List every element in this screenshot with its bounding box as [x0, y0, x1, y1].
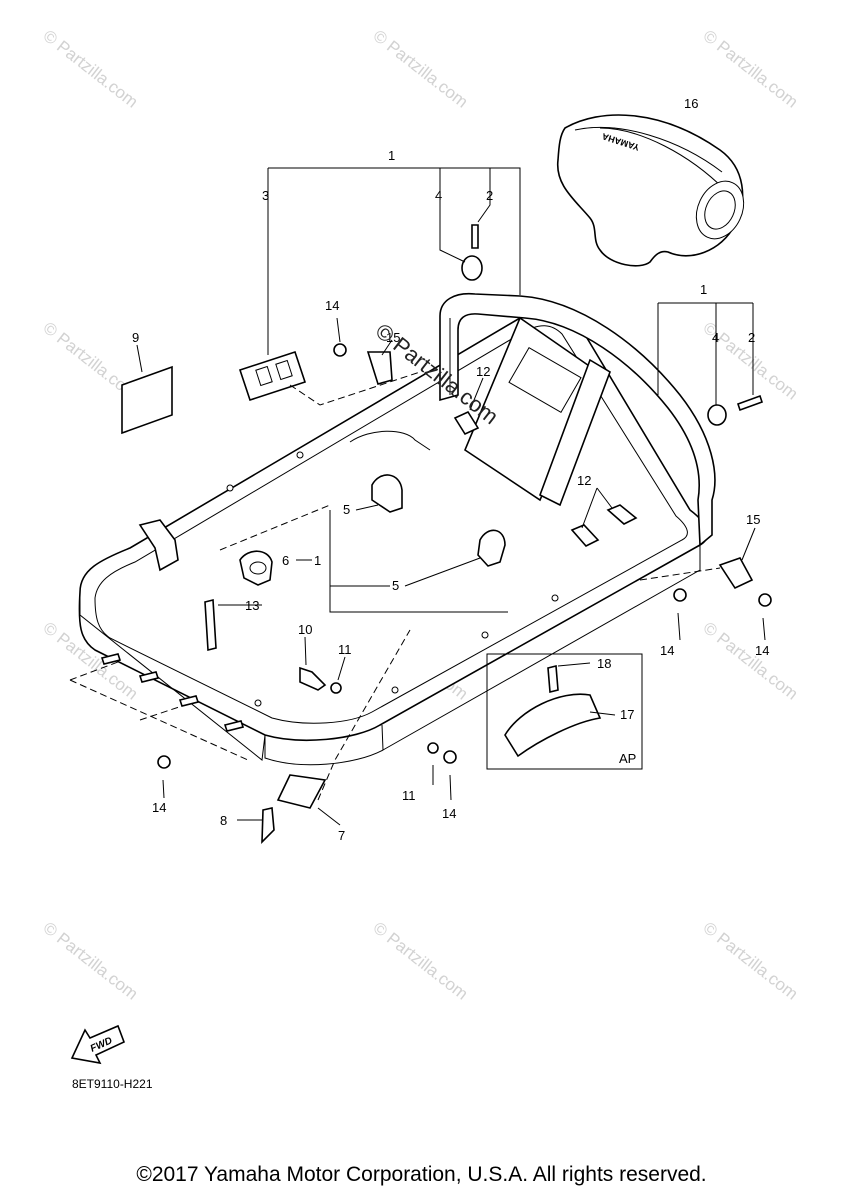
watermark: © Partzilla.com	[700, 26, 802, 112]
watermark: © Partzilla.com	[370, 918, 472, 1004]
part-4-damper-right	[707, 404, 727, 426]
ap-inset: AP	[486, 653, 643, 770]
callout-11-b: 11	[402, 788, 416, 803]
callouts: 1 3 4 2 16 1 4 2 14 15 9 12 12 15 5 6 1 …	[132, 96, 769, 843]
part-7-grommet	[276, 774, 327, 809]
watermark: © Partzilla.com	[40, 26, 142, 112]
watermark: © Partzilla.com	[370, 26, 472, 112]
callout-15-a: 15	[386, 330, 400, 345]
callout-15-b: 15	[746, 512, 760, 527]
part-16-handlebar-pad: YAMAHA	[557, 114, 745, 267]
watermark: © Partzilla.com	[40, 918, 142, 1004]
callout-1-mid: 1	[314, 553, 321, 568]
callout-12-b: 12	[577, 473, 591, 488]
callout-8: 8	[220, 813, 227, 828]
callout-2-top: 2	[486, 188, 493, 203]
part-12-bolts	[453, 410, 638, 547]
part-15-brackets	[366, 351, 754, 590]
front-studs	[100, 653, 245, 732]
callout-7: 7	[338, 828, 345, 843]
callout-17: 17	[620, 707, 634, 722]
callout-18: 18	[597, 656, 611, 671]
drawing-code: 8ET9110-H221	[72, 1077, 153, 1091]
part-4-damper-top	[461, 255, 483, 281]
part-5-clamps	[371, 474, 506, 567]
part-1-frame	[78, 292, 716, 766]
callout-1-right: 1	[700, 282, 707, 297]
callout-14-d: 14	[152, 800, 166, 815]
part-8-rivet	[261, 807, 275, 844]
watermark: © Partzilla.com	[700, 918, 802, 1004]
callout-11-a: 11	[338, 642, 352, 657]
part-9-label	[121, 365, 173, 435]
part-6-clip	[239, 550, 273, 586]
callout-5-a: 5	[343, 502, 350, 517]
callout-14-e: 14	[442, 806, 456, 821]
callout-5-b: 5	[392, 578, 399, 593]
copyright-notice: ©2017 Yamaha Motor Corporation, U.S.A. A…	[136, 1163, 707, 1186]
part-3-plate	[238, 350, 307, 402]
callout-14-c: 14	[755, 643, 769, 658]
watermark: © Partzilla.com	[700, 618, 802, 704]
callout-2-right: 2	[748, 330, 755, 345]
callout-9: 9	[132, 330, 139, 345]
callout-6: 6	[282, 553, 289, 568]
callout-1-top: 1	[388, 148, 395, 163]
callout-4-right: 4	[712, 330, 719, 345]
callout-14-b: 14	[660, 643, 674, 658]
ap-label: AP	[619, 751, 636, 766]
callout-14-a: 14	[325, 298, 339, 313]
callout-16: 16	[684, 96, 698, 111]
part-13-tie	[204, 598, 217, 652]
part-11-washers	[330, 682, 439, 754]
callout-13: 13	[245, 598, 259, 613]
part-14-nuts	[157, 343, 772, 769]
leader-lines	[69, 167, 766, 826]
part-2-rivet-top	[471, 224, 479, 249]
callout-3: 3	[262, 188, 269, 203]
fwd-arrow: FWD	[70, 1024, 126, 1065]
callout-10: 10	[298, 622, 312, 637]
callout-4-top: 4	[435, 188, 442, 203]
part-2-rivet-right	[736, 394, 764, 412]
callout-12-a: 12	[476, 364, 490, 379]
part-10-bolt	[299, 666, 327, 691]
